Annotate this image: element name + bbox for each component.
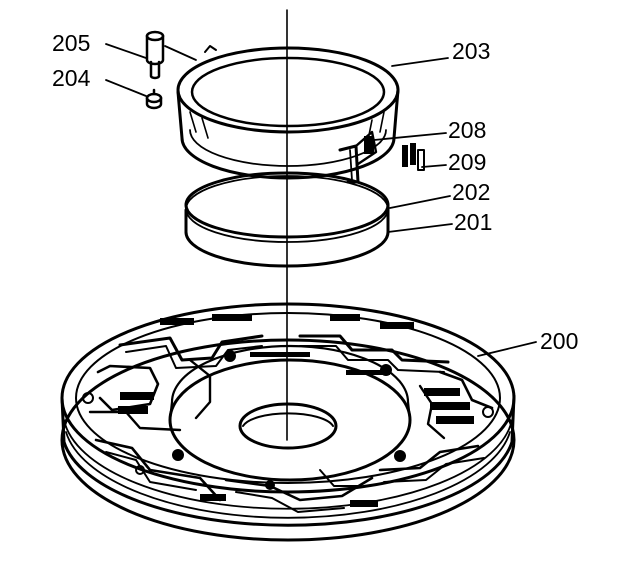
housing-ring-part-203 <box>176 45 400 184</box>
label-209: 209 <box>448 149 486 175</box>
clip-part-209 <box>417 149 425 171</box>
label-208: 208 <box>448 117 486 143</box>
callout-labels: 205 204 203 208 209 202 201 200 <box>52 30 578 354</box>
leader-lines <box>105 43 537 357</box>
label-202: 202 <box>452 179 490 205</box>
seal-part-204 <box>145 88 163 110</box>
pin-part-205 <box>145 30 165 80</box>
label-201: 201 <box>454 209 492 235</box>
channel-plate-part-200 <box>60 302 516 542</box>
ring-part-202 <box>184 171 390 243</box>
label-205: 205 <box>52 30 90 56</box>
label-204: 204 <box>52 65 91 91</box>
label-203: 203 <box>452 38 490 64</box>
clip-part-208 <box>402 143 416 167</box>
label-200: 200 <box>540 328 578 354</box>
